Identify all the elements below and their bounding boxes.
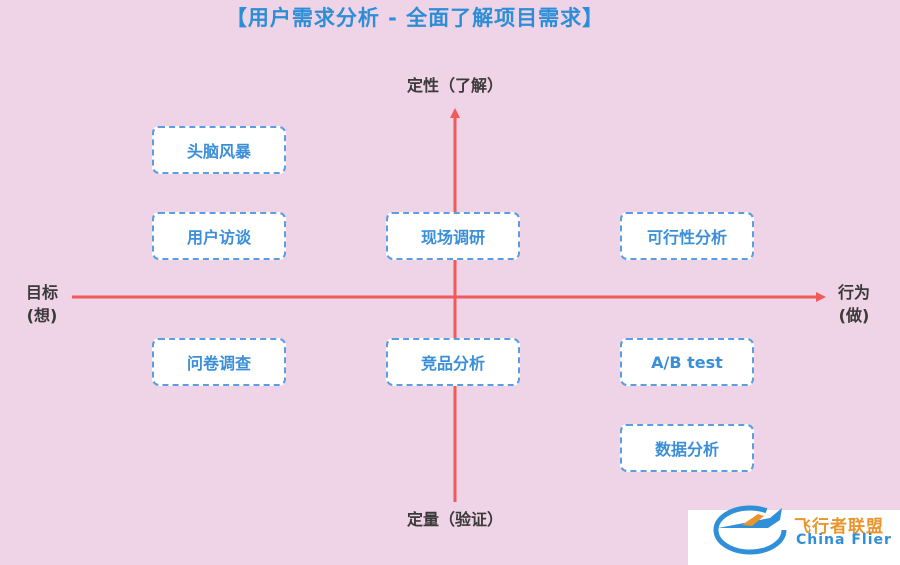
axis-label-bottom: 定量（验证） [406, 510, 503, 529]
box-data-analysis: 数据分析 [620, 424, 754, 472]
box-questionnaire: 问卷调查 [152, 338, 286, 386]
box-competitor-analysis: 竞品分析 [386, 338, 520, 386]
watermark: 飞行者联盟 China Flier [688, 492, 900, 565]
diagram-title: 【用户需求分析 - 全面了解项目需求】 [225, 6, 605, 30]
watermark-en: China Flier [796, 532, 892, 548]
watermark-cn: 飞行者联盟 [794, 517, 884, 537]
plane-logo-icon [713, 505, 787, 555]
box-brainstorm: 头脑风暴 [152, 126, 286, 174]
axis-label-right: 行为 (做) [824, 281, 884, 327]
box-user-interview: 用户访谈 [152, 212, 286, 260]
box-feasibility-analysis: 可行性分析 [620, 212, 754, 260]
axis-label-left: 目标 (想) [12, 281, 72, 327]
box-field-research: 现场调研 [386, 212, 520, 260]
box-ab-test: A/B test [620, 338, 754, 386]
axis-label-left-line2: (想) [26, 306, 58, 325]
axis-label-top: 定性（了解） [406, 76, 503, 95]
axis-label-right-line1: 行为 [837, 283, 870, 302]
axis-label-right-line2: (做) [838, 306, 870, 325]
axis-label-left-line1: 目标 [25, 283, 58, 302]
